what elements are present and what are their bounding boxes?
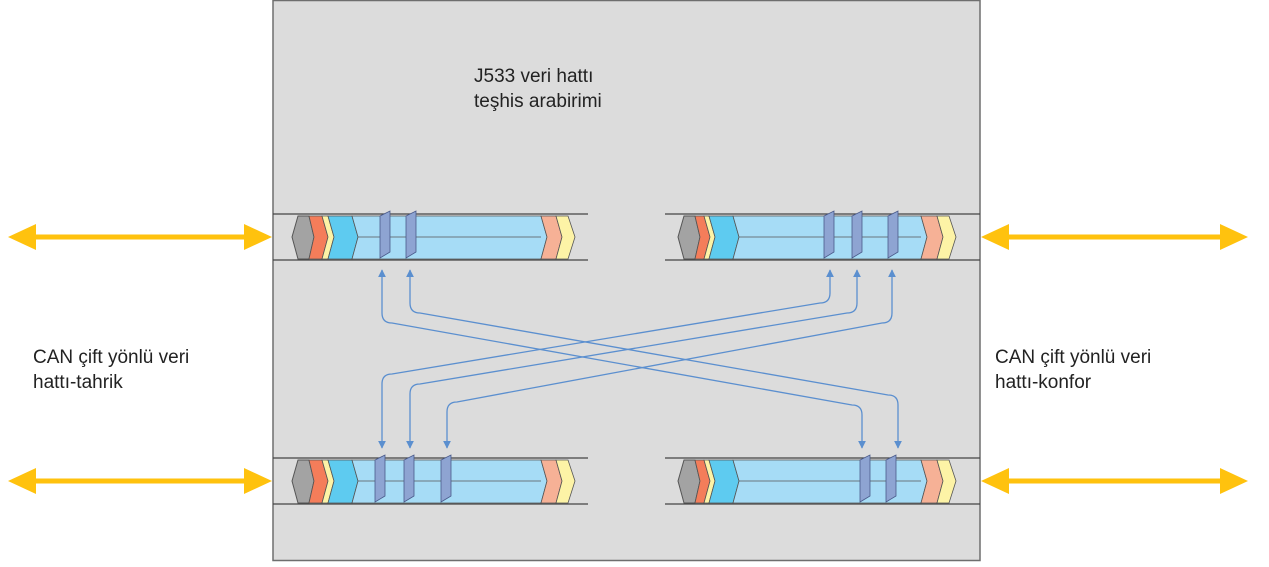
comfort-bus-label-line2: hattı-konfor: [995, 372, 1092, 393]
bus-arrow-bottom-left: [8, 468, 272, 494]
message-frame-top-left: [273, 210, 588, 261]
gateway-title: J533 veri hattı teşhis arabirimi: [474, 64, 602, 114]
message-frame-top-right: [665, 210, 980, 261]
bus-arrow-top-left: [8, 224, 272, 250]
comfort-bus-label-line1: CAN çift yönlü veri: [995, 347, 1152, 368]
gateway-title-line2: teşhis arabirimi: [474, 91, 602, 112]
gateway-title-line1: J533 veri hattı: [474, 66, 594, 87]
comfort-bus-label: CAN çift yönlü veri hattı-konfor: [995, 345, 1151, 395]
route-line: [443, 269, 896, 449]
message-frame-bottom-left: [273, 454, 588, 505]
message-frame-bottom-right: [665, 454, 980, 505]
drive-bus-label-line1: CAN çift yönlü veri: [33, 347, 190, 368]
bus-arrow-top-right: [981, 224, 1248, 250]
drive-bus-label-line2: hattı-tahrik: [33, 372, 123, 393]
bus-arrow-bottom-right: [981, 468, 1248, 494]
drive-bus-label: CAN çift yönlü veri hattı-tahrik: [33, 345, 189, 395]
